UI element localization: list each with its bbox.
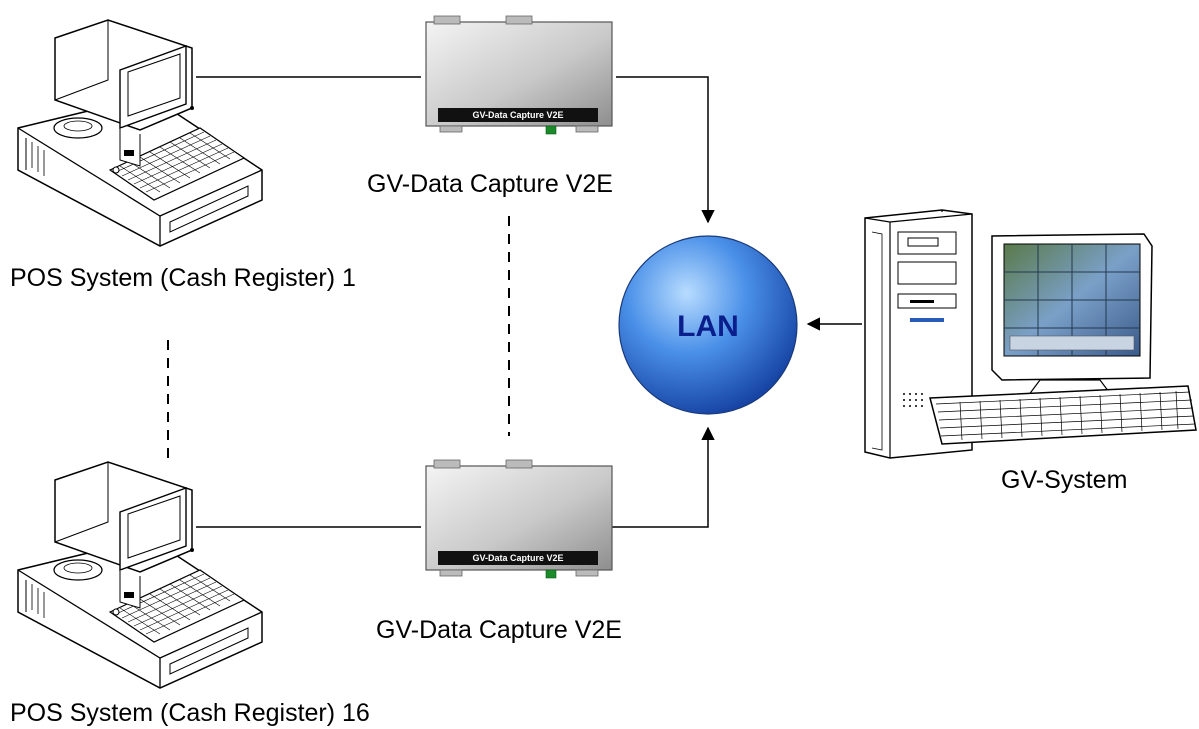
pos-terminal-icon [17,19,263,247]
capture-2-label: GV-Data Capture V2E [376,616,622,644]
capture-1-label: GV-Data Capture V2E [367,170,613,198]
lan-label: LAN [677,310,739,343]
edge-capture1-lan [616,76,715,224]
capture-2-device-label: GV-Data Capture V2E [438,551,598,565]
edge-capture2-lan [612,426,715,528]
gv-system-label: GV-System [1001,466,1128,494]
network-sphere-icon [618,235,798,415]
pos-terminal-icon [17,461,263,689]
pos-16-label: POS System (Cash Register) 16 [10,699,370,727]
pos-1-label: POS System (Cash Register) 1 [10,264,356,292]
capture-1-device-label: GV-Data Capture V2E [438,108,598,122]
desktop-computer-icon [864,209,1197,459]
